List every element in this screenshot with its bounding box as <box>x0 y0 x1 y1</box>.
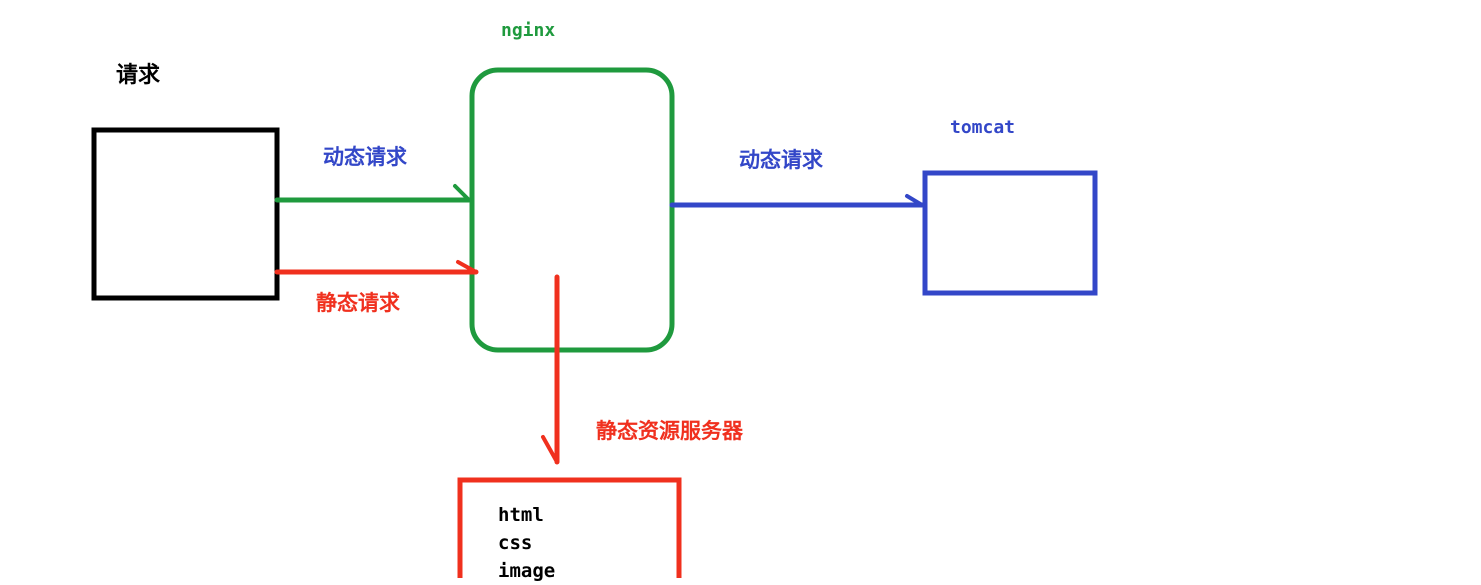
nginx-box <box>469 67 675 353</box>
nginx-label: nginx <box>501 20 556 41</box>
static-server-arrow <box>541 274 560 465</box>
dynamic-request-arrow-to-nginx <box>274 184 472 203</box>
tomcat-label: tomcat <box>950 117 1016 138</box>
dynamic-request-label-tomcat: 动态请求 <box>739 148 823 172</box>
tomcat-box <box>922 170 1098 296</box>
static-request-arrow-to-nginx <box>274 260 479 275</box>
dynamic-request-label-client: 动态请求 <box>323 145 407 169</box>
dynamic-request-arrow-to-tomcat <box>669 194 925 208</box>
client-box <box>91 127 280 301</box>
static-server-label: 静态资源服务器 <box>596 419 743 443</box>
static-request-label: 静态请求 <box>316 291 400 315</box>
static-server-box <box>457 477 682 578</box>
client-label: 请求 <box>116 63 161 88</box>
static-file-list: html css image <box>498 501 555 585</box>
static-file-item: html <box>498 504 544 526</box>
static-file-item: image <box>498 560 556 582</box>
static-file-item: css <box>498 532 533 554</box>
